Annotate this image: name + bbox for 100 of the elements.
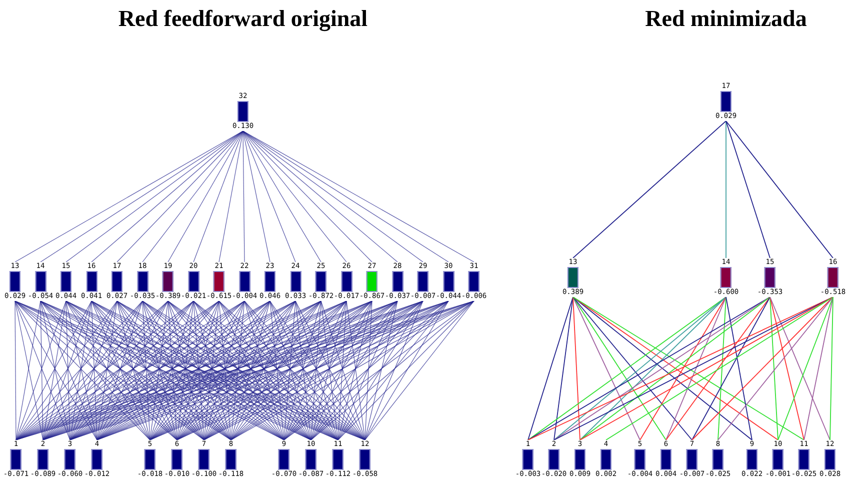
- connection-line: [204, 300, 270, 440]
- connection-line: [242, 130, 245, 262]
- connection-line: [242, 130, 347, 262]
- connection-line: [150, 300, 245, 440]
- connection-line: [244, 300, 312, 440]
- connection-line: [692, 296, 770, 440]
- connection-line: [204, 300, 322, 440]
- connection-line: [204, 300, 245, 440]
- connection-line: [338, 300, 372, 440]
- connection-line: [91, 300, 98, 440]
- connection-line: [150, 300, 220, 440]
- connection-line: [310, 300, 347, 440]
- connection-line: [244, 300, 338, 440]
- connection-line: [270, 300, 284, 440]
- connection-line: [284, 300, 296, 440]
- connection-line: [310, 300, 424, 440]
- connection-line: [142, 300, 232, 440]
- connection-line: [193, 300, 312, 440]
- connection-line: [718, 296, 726, 440]
- connection-line: [116, 300, 232, 440]
- connection-line: [230, 300, 347, 440]
- connection-line: [230, 300, 296, 440]
- connection-line: [116, 300, 204, 440]
- connection-line: [338, 300, 449, 440]
- connection-line: [554, 296, 574, 440]
- connection-line: [338, 300, 424, 440]
- connection-line: [726, 296, 752, 440]
- connection-line: [284, 300, 372, 440]
- connection-line: [176, 300, 296, 440]
- connection-line: [284, 300, 398, 440]
- connection-line: [193, 300, 284, 440]
- connection-line: [42, 300, 118, 440]
- panel-label: Red feedforward original: [118, 6, 368, 32]
- connection-line: [364, 300, 372, 440]
- connection-line: [218, 300, 312, 440]
- connection-line: [295, 300, 366, 440]
- connection-line: [116, 300, 150, 440]
- connection-line: [346, 300, 366, 440]
- connection-line: [242, 130, 270, 262]
- connection-line: [204, 300, 296, 440]
- connection-line: [176, 300, 270, 440]
- connection-line: [310, 300, 372, 440]
- connection-line: [364, 300, 398, 440]
- connection-line: [70, 300, 118, 440]
- connection-line: [16, 300, 118, 440]
- connection-line: [310, 300, 322, 440]
- connection-line: [666, 296, 770, 440]
- connection-line: [718, 296, 834, 440]
- connection-line: [804, 296, 834, 440]
- connection-line: [572, 296, 580, 440]
- connection-line: [91, 300, 150, 440]
- connection-line: [168, 300, 284, 440]
- connection-line: [666, 296, 726, 440]
- connection-line: [244, 300, 284, 440]
- connection-line: [770, 296, 804, 440]
- connection-line: [242, 130, 296, 262]
- connection-line: [96, 300, 168, 440]
- connection-line: [726, 120, 834, 258]
- connection-line: [142, 300, 204, 440]
- connection-line: [770, 296, 830, 440]
- connection-line: [572, 296, 666, 440]
- connection-line: [168, 300, 232, 440]
- connection-line: [66, 300, 70, 440]
- connection-line: [142, 300, 178, 440]
- connection-line: [528, 296, 574, 440]
- connection-line: [338, 300, 474, 440]
- connection-line: [284, 300, 347, 440]
- connection-line: [218, 300, 338, 440]
- connection-line: [320, 300, 366, 440]
- connection-line: [193, 300, 232, 440]
- connection-line: [150, 300, 270, 440]
- connection-line: [640, 296, 726, 440]
- connection-line: [242, 130, 322, 262]
- panel-label: Red minimizada: [645, 6, 807, 32]
- connection-line: [176, 300, 245, 440]
- connection-line: [168, 300, 178, 440]
- connection-line: [270, 300, 338, 440]
- connection-line: [338, 300, 398, 440]
- connection-line: [116, 130, 244, 262]
- connection-line: [572, 296, 692, 440]
- connection-line: [572, 120, 726, 258]
- connection-line: [142, 130, 244, 262]
- connection-line: [176, 300, 194, 440]
- connection-line: [193, 300, 204, 440]
- connection-line: [142, 300, 150, 440]
- connection-line: [270, 300, 312, 440]
- connection-line: [778, 296, 834, 440]
- connection-line: [295, 300, 312, 440]
- connection-line: [726, 120, 770, 258]
- connection-line: [168, 300, 204, 440]
- connection-line: [66, 300, 98, 440]
- connection-line: [580, 296, 726, 440]
- connection-line: [204, 300, 220, 440]
- connection-line: [364, 300, 474, 440]
- connection-line: [270, 300, 366, 440]
- connection-line: [242, 130, 372, 262]
- connection-line: [150, 300, 168, 440]
- connection-line: [830, 296, 834, 440]
- connection-line: [230, 300, 270, 440]
- connection-line: [40, 300, 44, 440]
